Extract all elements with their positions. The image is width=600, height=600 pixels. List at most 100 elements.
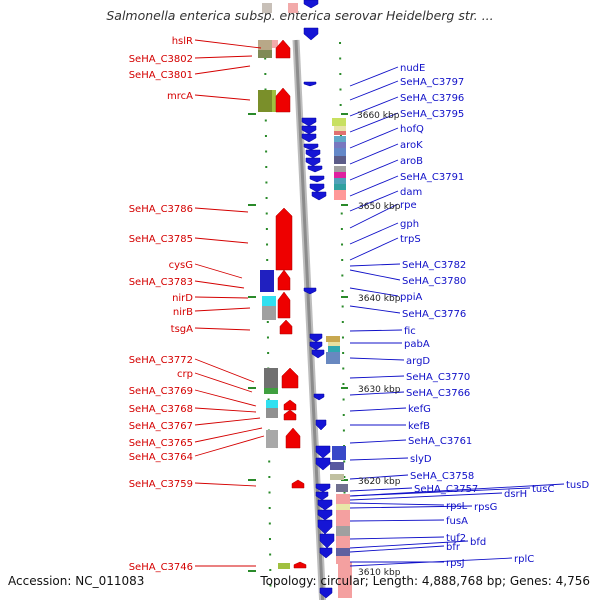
gene-label[interactable]: argD	[406, 356, 430, 367]
gene-label[interactable]: tusC	[532, 484, 554, 495]
gene-label[interactable]: rpe	[400, 200, 417, 211]
gene-label[interactable]: hofQ	[400, 124, 424, 135]
gene-label[interactable]: SeHA_C3766	[406, 388, 470, 399]
gene-label[interactable]: fic	[404, 326, 416, 337]
gene-label[interactable]: SeHA_C3767	[129, 421, 193, 432]
reverse-gene[interactable]	[305, 157, 321, 167]
gene-label[interactable]: SeHA_C3782	[402, 260, 466, 271]
reverse-gene[interactable]	[311, 191, 327, 201]
reverse-gene[interactable]	[313, 393, 325, 401]
gene-label[interactable]: SeHA_C3768	[129, 404, 193, 415]
gene-label[interactable]: dam	[400, 187, 422, 198]
reverse-gene[interactable]	[303, 143, 319, 151]
gene-label[interactable]: kefG	[408, 404, 431, 415]
reverse-gene[interactable]	[309, 183, 325, 193]
gene-label[interactable]: rplC	[514, 554, 534, 565]
gene-label[interactable]: nirD	[172, 293, 193, 304]
gene-label[interactable]: pabA	[404, 339, 430, 350]
reverse-gene[interactable]	[303, 287, 317, 295]
gene-label[interactable]: slyD	[410, 454, 432, 465]
forward-gene[interactable]	[279, 319, 293, 335]
gene-label[interactable]: fusA	[446, 516, 468, 527]
gene-label[interactable]: nudE	[400, 63, 425, 74]
reverse-gene[interactable]	[319, 547, 333, 559]
reverse-gene[interactable]	[317, 509, 333, 521]
reverse-gene[interactable]	[309, 341, 323, 351]
gene-label[interactable]: tsgA	[171, 324, 193, 335]
forward-gene[interactable]	[293, 561, 307, 569]
gene-label[interactable]: aroK	[400, 140, 423, 151]
gene-label[interactable]: tuf2	[446, 533, 466, 544]
reverse-gene[interactable]	[319, 533, 335, 549]
gene-label[interactable]: hslR	[172, 36, 193, 47]
gene-label[interactable]: rpsG	[474, 502, 497, 513]
gene-label[interactable]: rpsJ	[446, 558, 465, 569]
reverse-gene[interactable]	[309, 333, 323, 343]
forward-gene[interactable]	[275, 87, 291, 113]
gene-label[interactable]: dsrH	[504, 489, 527, 500]
forward-gene[interactable]	[291, 479, 305, 489]
gene-label[interactable]: SeHA_C3785	[129, 234, 193, 245]
gene-label[interactable]: SeHA_C3759	[129, 479, 193, 490]
gene-label[interactable]: tusD	[566, 480, 589, 491]
forward-gene[interactable]	[283, 399, 297, 411]
reverse-gene[interactable]	[303, 81, 317, 87]
gene-label[interactable]: SeHA_C3797	[400, 77, 464, 88]
forward-gene[interactable]	[277, 269, 291, 291]
forward-gene[interactable]	[283, 409, 297, 421]
forward-gene[interactable]	[285, 427, 301, 449]
gene-label[interactable]: mrcA	[167, 91, 193, 102]
gene-label[interactable]: SeHA_C3791	[400, 172, 464, 183]
gene-label[interactable]: SeHA_C3770	[406, 372, 470, 383]
gene-label[interactable]: bfd	[470, 537, 486, 548]
reverse-gene[interactable]	[315, 457, 331, 471]
reverse-gene[interactable]	[319, 587, 333, 599]
forward-gene[interactable]	[277, 291, 291, 319]
gene-label[interactable]: SeHA_C3795	[400, 109, 464, 120]
gene-label[interactable]: trpS	[400, 234, 421, 245]
gene-label[interactable]: ppiA	[400, 292, 422, 303]
gene-label[interactable]: crp	[177, 369, 193, 380]
gene-label[interactable]: nirB	[173, 307, 193, 318]
gene-label[interactable]: aroB	[400, 156, 423, 167]
reverse-gene[interactable]	[301, 133, 317, 143]
reverse-gene[interactable]	[303, 0, 319, 9]
forward-gene[interactable]	[275, 207, 293, 271]
gene-label[interactable]: cysG	[169, 260, 193, 271]
gene-label[interactable]: SeHA_C3780	[402, 276, 466, 287]
reverse-gene[interactable]	[315, 483, 331, 493]
reverse-gene[interactable]	[305, 149, 321, 159]
gene-label[interactable]: gph	[400, 219, 419, 230]
gene-label[interactable]: SeHA_C3769	[129, 386, 193, 397]
gene-label[interactable]: bfr	[446, 542, 461, 553]
reverse-gene[interactable]	[307, 165, 323, 173]
gene-label[interactable]: kefB	[408, 421, 430, 432]
gene-label[interactable]: SeHA_C3757	[414, 484, 478, 495]
reverse-gene[interactable]	[317, 499, 333, 511]
reverse-gene[interactable]	[315, 491, 329, 501]
forward-gene[interactable]	[275, 39, 291, 59]
gene-label[interactable]: SeHA_C3772	[129, 355, 193, 366]
reverse-gene[interactable]	[301, 117, 317, 127]
reverse-gene[interactable]	[311, 349, 325, 359]
gene-label[interactable]: SeHA_C3801	[129, 70, 193, 81]
gene-label[interactable]: SeHA_C3765	[129, 438, 193, 449]
gene-label[interactable]: SeHA_C3746	[129, 562, 193, 573]
gene-label[interactable]: SeHA_C3761	[408, 436, 472, 447]
gene-label[interactable]: rpsL	[446, 501, 468, 512]
reverse-gene[interactable]	[315, 445, 331, 459]
reverse-gene[interactable]	[303, 27, 319, 41]
gene-label[interactable]: SeHA_C3764	[129, 452, 193, 463]
gene-label[interactable]: SeHA_C3776	[402, 309, 466, 320]
forward-gene[interactable]	[281, 367, 299, 389]
gene-label[interactable]: SeHA_C3786	[129, 204, 193, 215]
gene-label[interactable]: SeHA_C3758	[410, 471, 474, 482]
reverse-gene[interactable]	[301, 125, 317, 135]
reverse-gene[interactable]	[315, 419, 327, 431]
gene-label[interactable]: SeHA_C3802	[129, 54, 193, 65]
reverse-gene[interactable]	[317, 519, 333, 535]
gene-label[interactable]: SeHA_C3796	[400, 93, 464, 104]
gene-label[interactable]: SeHA_C3783	[129, 277, 193, 288]
reverse-gene[interactable]	[309, 175, 325, 183]
